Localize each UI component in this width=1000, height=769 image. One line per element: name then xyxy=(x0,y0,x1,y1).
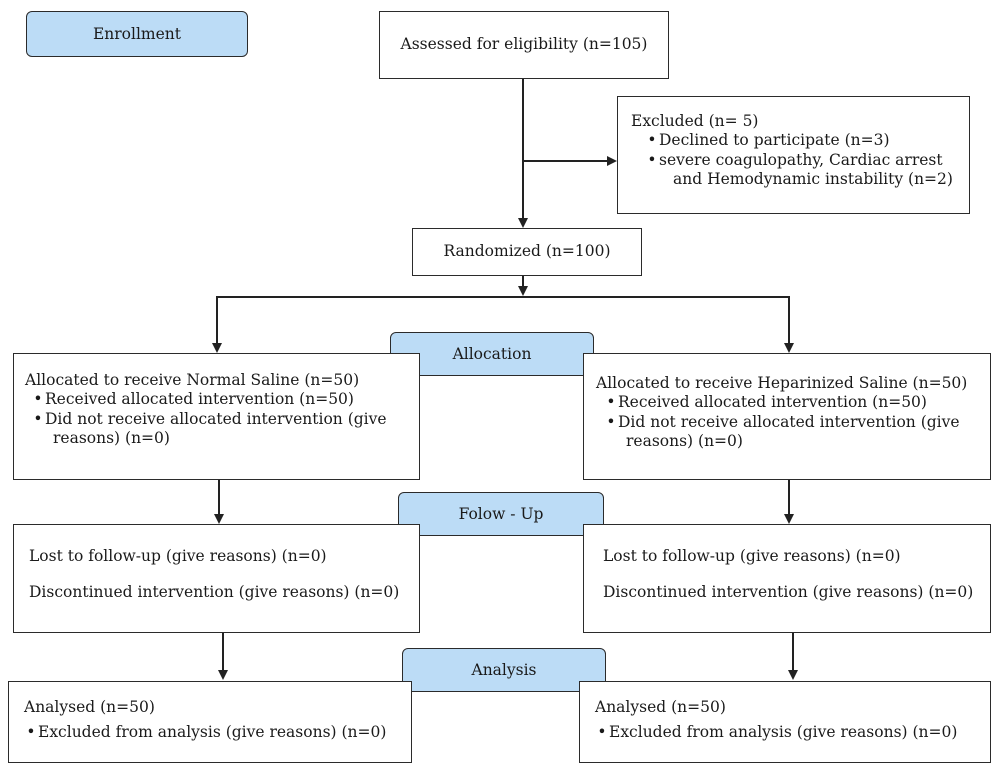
excluded-item-severe: severe coagulopathy, Cardiac arrest xyxy=(659,150,943,169)
left-not-received: Did not receive allocated intervention (… xyxy=(45,409,387,428)
left-discontinued: Discontinued intervention (give reasons)… xyxy=(29,583,400,602)
connector-to-excluded xyxy=(523,160,607,162)
connector-left-allocation xyxy=(216,296,218,344)
arrow-right-icon xyxy=(607,156,617,166)
assessed-box: Assessed for eligibility (n=105) xyxy=(379,11,669,79)
right-allocation-item: •Received allocated intervention (n=50) xyxy=(606,393,927,412)
left-received: Received allocated intervention (n=50) xyxy=(45,390,354,409)
arrow-down-icon xyxy=(518,286,528,296)
analysis-text: Analysis xyxy=(471,661,537,679)
randomized-text: Randomized (n=100) xyxy=(443,242,611,261)
connector-split-horizontal xyxy=(216,296,790,298)
left-allocation-box: Allocated to receive Normal Saline (n=50… xyxy=(13,353,420,480)
connector-randomized-split xyxy=(522,276,524,288)
right-not-received: Did not receive allocated intervention (… xyxy=(618,412,960,431)
right-analysis-box: Analysed (n=50) •Excluded from analysis … xyxy=(579,681,991,763)
right-allocation-box: Allocated to receive Heparinized Saline … xyxy=(583,353,991,480)
left-not-received-cont: reasons) (n=0) xyxy=(53,429,170,448)
excluded-box: Excluded (n= 5) •Declined to participate… xyxy=(617,96,970,214)
connector-right-allocation xyxy=(788,296,790,344)
enrollment-text: Enrollment xyxy=(92,25,182,43)
right-not-received-cont: reasons) (n=0) xyxy=(626,432,743,451)
arrow-down-icon xyxy=(788,670,798,680)
left-analysis-box: Analysed (n=50) •Excluded from analysis … xyxy=(8,681,412,763)
left-analysis-item: •Excluded from analysis (give reasons) (… xyxy=(26,723,387,742)
arrow-down-icon xyxy=(784,514,794,524)
left-allocation-item: •Did not receive allocated intervention … xyxy=(33,409,387,428)
followup-stage-label: Folow - Up xyxy=(398,492,604,536)
excluded-item-declined: Declined to participate (n=3) xyxy=(659,131,890,150)
arrow-down-icon xyxy=(212,343,222,353)
excluded-item: •severe coagulopathy, Cardiac arrest xyxy=(647,150,943,169)
connector-assessed-randomized xyxy=(522,79,524,219)
left-allocation-item: •Received allocated intervention (n=50) xyxy=(33,390,354,409)
arrow-down-icon xyxy=(214,514,224,524)
right-analysis-item: •Excluded from analysis (give reasons) (… xyxy=(597,723,958,742)
left-allocation-title: Allocated to receive Normal Saline (n=50… xyxy=(25,371,360,389)
right-received: Received allocated intervention (n=50) xyxy=(618,393,927,412)
arrow-down-icon xyxy=(784,343,794,353)
allocation-text: Allocation xyxy=(452,345,532,363)
arrow-down-icon xyxy=(218,670,228,680)
connector-left-followup xyxy=(218,480,220,515)
excluded-item-cont: and Hemodynamic instability (n=2) xyxy=(673,170,953,189)
assessed-text: Assessed for eligibility (n=105) xyxy=(400,35,648,54)
right-discontinued: Discontinued intervention (give reasons)… xyxy=(603,583,974,602)
right-followup-box: Lost to follow-up (give reasons) (n=0) D… xyxy=(583,524,991,633)
connector-left-analysis xyxy=(222,633,224,671)
excluded-title: Excluded (n= 5) xyxy=(631,112,759,130)
analysis-stage-label: Analysis xyxy=(402,648,606,692)
randomized-box: Randomized (n=100) xyxy=(412,228,642,276)
right-allocation-item: •Did not receive allocated intervention … xyxy=(606,412,960,431)
connector-right-analysis xyxy=(792,633,794,671)
allocation-stage-label: Allocation xyxy=(390,332,594,376)
followup-text: Folow - Up xyxy=(458,505,544,523)
right-allocation-title: Allocated to receive Heparinized Saline … xyxy=(596,374,968,392)
connector-right-followup xyxy=(788,480,790,515)
arrow-down-icon xyxy=(518,218,528,228)
left-followup-box: Lost to follow-up (give reasons) (n=0) D… xyxy=(13,524,420,633)
right-analysed: Analysed (n=50) xyxy=(595,698,726,716)
left-analysed: Analysed (n=50) xyxy=(24,698,155,716)
excluded-item: •Declined to participate (n=3) xyxy=(647,131,890,150)
left-excluded-analysis: Excluded from analysis (give reasons) (n… xyxy=(38,723,387,742)
left-lost: Lost to follow-up (give reasons) (n=0) xyxy=(29,547,327,565)
enrollment-stage-label: Enrollment xyxy=(26,11,248,57)
right-lost: Lost to follow-up (give reasons) (n=0) xyxy=(603,547,901,565)
right-excluded-analysis: Excluded from analysis (give reasons) (n… xyxy=(609,723,958,742)
